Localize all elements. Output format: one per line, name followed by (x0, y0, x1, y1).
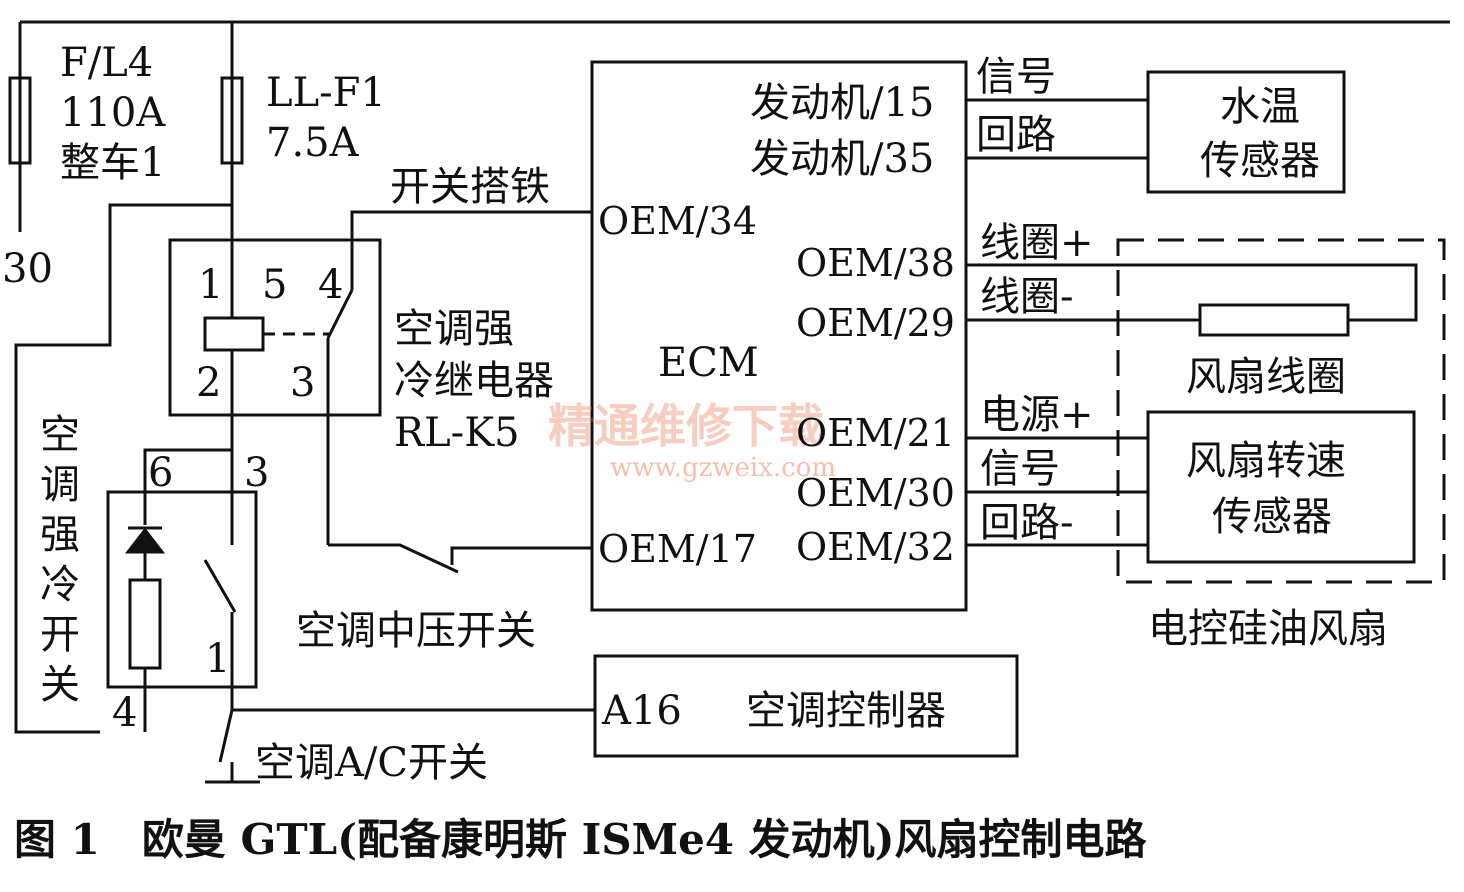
ac-boost-char-5: 开 (40, 612, 80, 658)
fuse-llf1-symbol (220, 76, 244, 165)
label-coil-minus: 线圈- (980, 274, 1074, 320)
fan-speed-line1: 风扇转速 (1186, 438, 1346, 484)
figure-caption: 图 1 欧曼 GTL(配备康明斯 ISMe4 发动机)风扇控制电路 (14, 815, 1148, 864)
relay-pin-2: 2 (196, 360, 221, 406)
relay-contact-blade (326, 289, 354, 339)
label-signal-a: 信号 (976, 54, 1056, 100)
relay-name-line1: 空调强 (394, 306, 514, 352)
ecm-pin-oem17: OEM/17 (598, 527, 757, 571)
watermark-url: www.gzweix.com (610, 453, 836, 483)
mid-pressure-switch-label: 空调中压开关 (296, 608, 536, 654)
diode-symbol (124, 527, 166, 554)
ac-boost-char-2: 调 (40, 462, 80, 508)
wire-mid-pressure-left (328, 543, 459, 574)
fuse-fl4-symbol (8, 76, 32, 165)
relay-pin-3: 3 (290, 360, 315, 406)
ecm-pin-engine35: 发动机/35 (750, 136, 934, 182)
terminal-30: 30 (2, 246, 53, 292)
ac-boost-char-6: 关 (40, 662, 80, 708)
relay-coil (203, 316, 265, 352)
ac-boost-switch-box (106, 490, 258, 689)
wire-pin6 (143, 448, 232, 492)
ecm-pin-oem38: OEM/38 (796, 241, 955, 285)
label-signal-b: 信号 (980, 446, 1060, 492)
relay-name-line2: 冷继电器 (394, 358, 554, 404)
ecm-pin-oem34: OEM/34 (598, 199, 757, 243)
fuse-fl4-name: F/L4 (60, 40, 153, 86)
switch-ground-label: 开关搭铁 (390, 164, 550, 210)
fan-coil-label: 风扇线圈 (1186, 354, 1346, 400)
fuse-fl4-rating: 110A (60, 90, 166, 136)
ecm-pin-oem21: OEM/21 (796, 411, 955, 455)
silicone-fan-label: 电控硅油风扇 (1148, 606, 1388, 652)
watermark-text: 精通维修下载 (548, 399, 824, 453)
ecm-pin-engine15: 发动机/15 (750, 80, 934, 126)
fan-coil-symbol (1198, 303, 1350, 337)
silicone-fan-enclosure (1116, 238, 1446, 584)
ecm-box (590, 60, 968, 612)
water-temp-sensor-box (1146, 70, 1346, 194)
ecm-pin-oem30: OEM/30 (796, 471, 955, 515)
ac-controller-box (593, 654, 1019, 758)
label-return-a: 回路 (976, 112, 1056, 158)
ac-boost-char-1: 空 (40, 412, 80, 458)
fan-speed-sensor-box (1146, 410, 1416, 564)
ecm-pin-oem32: OEM/32 (796, 525, 955, 569)
ecm-pin-oem29: OEM/29 (796, 301, 955, 345)
relay-pin-4: 4 (318, 262, 343, 308)
fuse-fl4-desc: 整车1 (60, 140, 165, 186)
ac-switch-blade (218, 709, 234, 763)
label-coil-plus: 线圈+ (980, 220, 1094, 266)
water-temp-line1: 水温 (1220, 84, 1300, 130)
relay-code: RL-K5 (394, 410, 520, 456)
ac-boost-char-4: 冷 (40, 562, 80, 608)
fuse-llf1-name: LL-F1 (266, 70, 386, 116)
wire-switch-ground (350, 210, 592, 290)
relay-pin-5: 5 (262, 262, 287, 308)
ac-controller-pin: A16 (601, 688, 682, 734)
wire-oem38 (966, 263, 1418, 322)
ac-boost-pin-1: 1 (205, 636, 230, 682)
ac-boost-pin-4: 4 (112, 690, 137, 736)
wire-feed-left (14, 203, 232, 734)
fan-speed-line2: 传感器 (1212, 494, 1332, 540)
relay-box (168, 238, 382, 417)
relay-pin-1: 1 (198, 262, 223, 308)
wire-mid-pressure-right (450, 546, 592, 565)
ac-switch-label: 空调A/C开关 (255, 740, 488, 786)
fuse-llf1-rating: 7.5A (266, 120, 360, 166)
ac-boost-char-3: 强 (40, 512, 80, 558)
switch-blade (203, 559, 237, 613)
label-return-b: 回路- (980, 500, 1074, 546)
ecm-name: ECM (658, 340, 759, 386)
ac-controller-label: 空调控制器 (746, 688, 946, 734)
label-power-plus: 电源+ (980, 392, 1094, 438)
ac-boost-pin-6: 6 (148, 450, 173, 496)
water-temp-line2: 传感器 (1200, 138, 1320, 184)
resistor-symbol (128, 578, 162, 670)
ac-boost-pin-3: 3 (244, 450, 269, 496)
